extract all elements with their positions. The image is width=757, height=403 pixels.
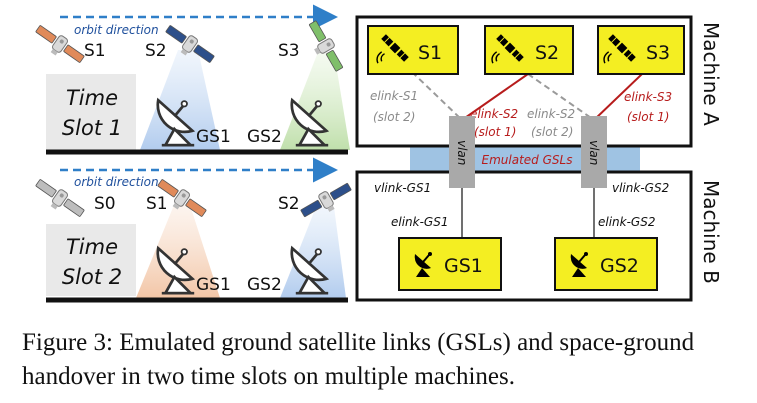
ground-station-label-gs1-slot2: GS1: [196, 275, 231, 295]
time-slot-1-scene: orbit direction S1 S2 S3 Time Slot 1 GS1…: [35, 4, 350, 155]
vlan-gs2: vlan: [581, 116, 607, 188]
satellite-label-s1-slot1: S1: [84, 41, 106, 61]
satellite-label-s3-slot1: S3: [278, 41, 300, 61]
node-s2: S2: [484, 25, 574, 75]
elink-s2-slot1-label: elink-S2: [470, 107, 518, 121]
vlan-gs2-label: vlan: [587, 140, 601, 165]
elink-s2-slot1-line: [461, 73, 529, 121]
satellite-label-s0-slot2: S0: [94, 194, 116, 214]
beam-s3-gs2: [280, 52, 350, 150]
time-slot-2-line2: Slot 2: [62, 265, 122, 289]
elink-s2-slot2-label: elink-S2: [527, 107, 575, 121]
beam-s2-gs1: [140, 50, 220, 150]
node-s3-label: S3: [646, 42, 670, 64]
time-slot-1-line2: Slot 1: [62, 116, 122, 140]
node-s1: S1: [367, 25, 459, 75]
vlan-gs1: vlan: [449, 116, 475, 188]
machine-a-label: Machine A: [699, 22, 723, 126]
vlink-gs2-label: vlink-GS2: [612, 181, 669, 195]
orbit-direction-label-slot1: orbit direction: [74, 23, 159, 37]
elink-gs2-label: elink-GS2: [598, 215, 656, 229]
elink-s1-slot-label: (slot 2): [373, 110, 415, 124]
elink-s1-label: elink-S1: [370, 89, 418, 103]
beam-s2-gs2: [280, 207, 346, 298]
elink-s2-slot1-slot-label: (slot 1): [474, 125, 516, 139]
node-gs1-label: GS1: [444, 255, 483, 277]
time-slot-2-scene: orbit direction S0 S1 S2 Time Slot 2 GS1…: [35, 157, 352, 303]
figure-caption: Figure 3: Emulated ground satellite link…: [22, 329, 695, 390]
satellite-label-s1-slot2: S1: [146, 194, 168, 214]
elink-s1-slot2-line: [411, 71, 463, 121]
elink-s2-slot2-line: [527, 73, 595, 121]
ground-station-label-gs2-slot1: GS2: [247, 127, 282, 147]
beam-s1-gs1: [136, 205, 220, 298]
time-slot-1-line1: Time: [66, 86, 118, 110]
time-slot-2-line1: Time: [66, 235, 118, 259]
satellite-label-s2-slot1: S2: [145, 41, 167, 61]
node-gs1: GS1: [398, 237, 502, 291]
time-slot-2-box: [46, 224, 136, 296]
vlan-gs1-label: vlan: [455, 140, 469, 165]
elink-s2-slot2-slot-label: (slot 2): [531, 125, 573, 139]
orbit-direction-label-slot2: orbit direction: [74, 175, 159, 189]
elink-s3-slot1-line: [593, 73, 643, 121]
satellite-label-s2-slot2: S2: [278, 194, 300, 214]
node-s2-label: S2: [535, 42, 559, 64]
vlink-gs1-label: vlink-GS1: [374, 181, 431, 195]
node-gs2: GS2: [554, 237, 658, 291]
elink-s3-slot-label: (slot 1): [627, 110, 669, 124]
node-gs2-label: GS2: [600, 255, 639, 277]
node-s1-label: S1: [418, 42, 442, 64]
machine-b-label: Machine B: [699, 180, 723, 284]
ground-station-label-gs1-slot1: GS1: [196, 127, 231, 147]
elink-gs1-label: elink-GS1: [391, 215, 449, 229]
elink-s3-label: elink-S3: [624, 90, 672, 104]
ground-station-label-gs2-slot2: GS2: [247, 275, 282, 295]
node-s3: S3: [597, 25, 685, 75]
time-slot-1-box: [46, 74, 136, 150]
emulated-gsls-label: Emulated GSLs: [482, 153, 573, 167]
